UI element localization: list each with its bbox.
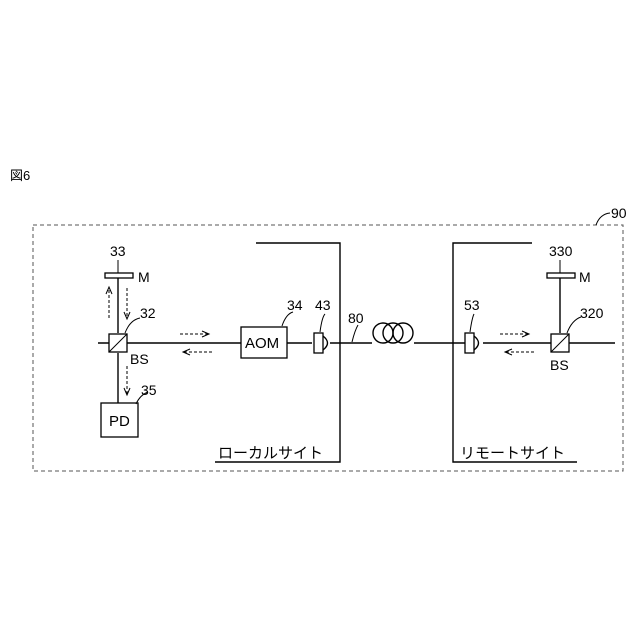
local-mirror bbox=[105, 273, 133, 278]
remote-site-label: リモートサイト bbox=[460, 445, 565, 462]
remote-collimator-leader bbox=[470, 314, 474, 332]
enclosure-ref-leader bbox=[596, 213, 610, 225]
fiber-leader bbox=[352, 325, 358, 342]
remote-mirror-label: M bbox=[579, 269, 591, 285]
fiber-ref: 80 bbox=[348, 310, 364, 326]
remote-bs-label: BS bbox=[550, 357, 569, 373]
photodetector-label: PD bbox=[109, 413, 130, 430]
fiber-coil bbox=[373, 323, 413, 343]
remote-mirror-ref: 330 bbox=[549, 243, 573, 259]
remote-collimator bbox=[465, 333, 479, 353]
local-bs-leader bbox=[125, 318, 140, 333]
aom-ref: 34 bbox=[287, 297, 303, 313]
local-collimator-leader bbox=[320, 314, 325, 332]
remote-collimator-ref: 53 bbox=[464, 297, 480, 313]
local-bs-label: BS bbox=[130, 351, 149, 367]
local-site-label: ローカルサイト bbox=[218, 445, 323, 462]
enclosure-ref-number: 90 bbox=[611, 205, 627, 221]
remote-mirror bbox=[547, 273, 575, 278]
photodetector-ref: 35 bbox=[141, 382, 157, 398]
local-collimator-ref: 43 bbox=[315, 297, 331, 313]
local-collimator bbox=[314, 333, 328, 353]
remote-bs-leader bbox=[567, 317, 581, 333]
pd-dashed-arrow bbox=[124, 366, 130, 395]
local-bs-ref: 32 bbox=[140, 305, 156, 321]
figure-label: 図6 bbox=[10, 168, 30, 183]
remote-bs-ref: 320 bbox=[580, 305, 604, 321]
local-mirror-label: M bbox=[138, 269, 150, 285]
local-mirror-ref: 33 bbox=[110, 243, 126, 259]
aom-label: AOM bbox=[245, 335, 279, 352]
aom-leader bbox=[282, 312, 293, 326]
